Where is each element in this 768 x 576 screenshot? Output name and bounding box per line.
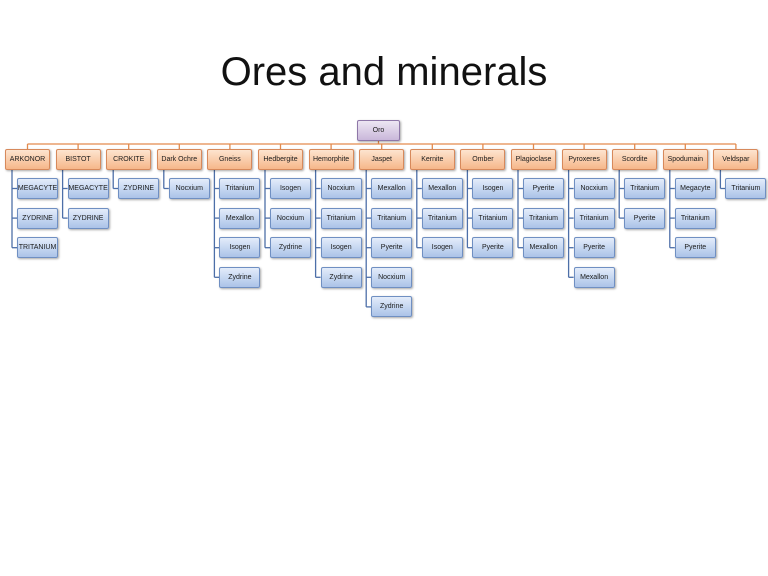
mineral-node: Isogen [270,178,311,199]
ore-node: BISTOT [55,149,101,170]
mineral-node: Tritanium [219,178,261,199]
mineral-node: MEGACYTE [17,178,58,199]
mineral-node: Isogen [320,237,362,259]
mineral-node: Tritanium [725,178,767,199]
mineral-node: Nocxium [573,178,615,199]
mineral-node: Tritanium [523,207,564,229]
mineral-node: Zydrine [320,266,362,288]
mineral-node: ZYDRINE [67,207,109,229]
ore-node: Dark Ochre [156,149,202,170]
mineral-node: Tritanium [421,207,463,229]
mineral-node: Pyerite [573,237,615,259]
mineral-node: Isogen [219,237,261,259]
ore-node: Veldspar [713,149,759,170]
mineral-node: Zydrine [371,296,413,318]
ore-node: Scordite [612,149,658,170]
slide-title: Ores and minerals [220,50,548,94]
mineral-node: ZYDRINE [118,178,160,199]
ore-node: ARKONOR [5,149,50,170]
ore-node: Gneiss [207,149,253,170]
mineral-node: Pyerite [523,178,564,199]
mineral-node: MEGACYTE [67,178,109,199]
mineral-node: Tritanium [624,178,666,199]
mineral-node: Mexallon [219,207,261,229]
mineral-node: Isogen [421,237,463,259]
mineral-node: ZYDRINE [17,207,58,229]
mineral-node: Mexallon [573,266,615,288]
mineral-node: Tritanium [320,207,362,229]
mineral-node: Megacyte [674,178,716,199]
mineral-node: Nocxium [371,266,413,288]
ore-node: Spodumain [662,149,708,170]
mineral-node: Mexallon [523,237,564,259]
ore-node: Omber [460,149,506,170]
mineral-node: Pyerite [472,237,514,259]
mineral-node: TRITANIUM [17,237,58,259]
mineral-node: Mexallon [371,178,413,199]
mineral-node: Pyerite [371,237,413,259]
mineral-node: Zydrine [270,237,311,259]
ore-node: Hemorphite [308,149,354,170]
mineral-node: Pyerite [674,237,716,259]
ore-node: Kernite [409,149,455,170]
mineral-node: Zydrine [219,266,261,288]
mineral-node: Isogen [472,178,514,199]
ore-node: Pyroxeres [561,149,607,170]
mineral-node: Tritanium [674,207,716,229]
mineral-node: Pyerite [624,207,666,229]
mineral-node: Mexallon [421,178,463,199]
ore-node: Plagioclase [511,149,556,170]
mineral-node: Tritanium [472,207,514,229]
ore-node: Hedbergite [258,149,303,170]
mineral-node: Nocxium [270,207,311,229]
ore-node: CROKITE [106,149,152,170]
mineral-node: Tritanium [371,207,413,229]
mineral-node: Tritanium [573,207,615,229]
ore-node: Jaspet [359,149,405,170]
mineral-node: Nocxium [320,178,362,199]
root-node: Oro [357,120,400,141]
mineral-node: Nocxium [168,178,210,199]
